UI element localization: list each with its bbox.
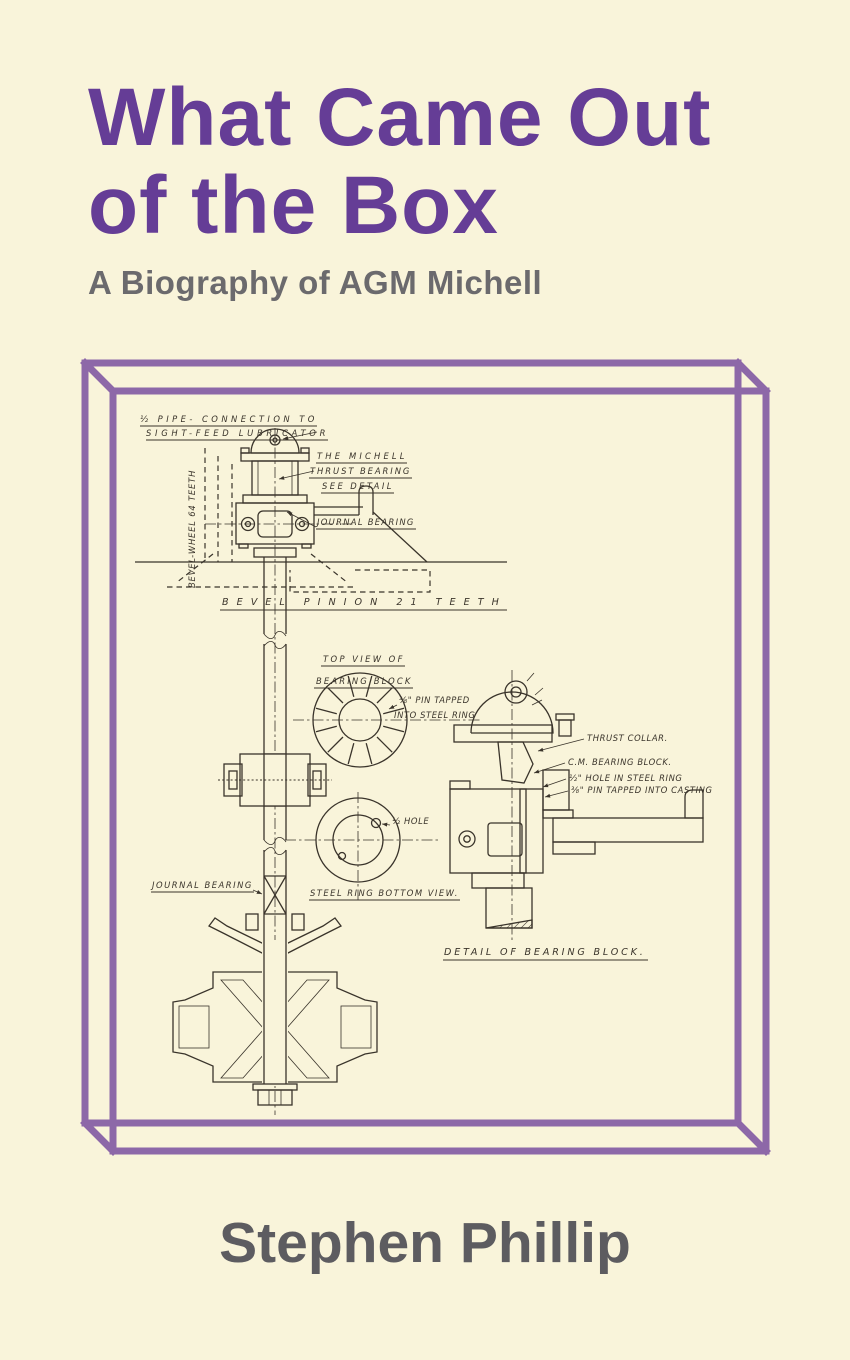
drawing-labels: ½ PIPE- CONNECTION TO SIGHT-FEED LUBRICA… — [140, 414, 713, 961]
author-name: Stephen Phillip — [219, 1211, 631, 1275]
label-top-view-2: BEARING BLOCK — [316, 676, 412, 686]
label-top-view-1: TOP VIEW OF — [323, 654, 403, 664]
label-michell-2: THRUST BEARING — [310, 466, 410, 476]
main-assembly-view — [135, 428, 507, 1115]
label-journal-bearing-top: JOURNAL BEARING — [315, 517, 414, 527]
label-half-hole: ½ HOLE — [392, 816, 429, 826]
label-michell-1: THE MICHELL — [317, 451, 405, 461]
label-see-detail: SEE DETAIL — [322, 481, 392, 491]
label-steel-ring: STEEL RING BOTTOM VIEW. — [310, 888, 458, 898]
book-title: What Came Out of the Box — [88, 74, 711, 249]
title-line-2: of the Box — [88, 159, 499, 251]
cover-illustration: ½ PIPE- CONNECTION TO SIGHT-FEED LUBRICA… — [80, 358, 771, 1156]
label-bevel-pinion: BEVEL PINION 21 TEETH — [222, 597, 500, 608]
steel-ring-bottom-view — [285, 792, 441, 900]
title-line-1: What Came Out — [88, 72, 712, 163]
label-detail-title: DETAIL OF BEARING BLOCK. — [444, 947, 644, 958]
label-bevel-wheel: BEVEL-WHEEL 64 TEETH — [187, 470, 197, 588]
book-subtitle: A Biography of AGM Michell — [88, 264, 543, 301]
frame-back — [109, 387, 770, 1155]
label-pin-tapped-2: INTO STEEL RING — [394, 710, 476, 720]
label-lubricator-1: ½ PIPE- CONNECTION TO — [140, 414, 315, 424]
label-cm-bearing-block: C.M. BEARING BLOCK. — [568, 757, 672, 767]
label-hole-in-ring: ½" HOLE IN STEEL RING — [569, 773, 683, 783]
label-thrust-collar: THRUST COLLAR. — [587, 733, 668, 743]
label-lubricator-2: SIGHT-FEED LUBRICATOR — [146, 428, 326, 438]
label-pin-into-casting: ⅜" PIN TAPPED INTO CASTING — [571, 785, 713, 795]
frame-front — [81, 359, 742, 1127]
bearing-block-detail-view — [449, 670, 704, 942]
label-journal-bearing-bottom: JOURNAL BEARING — [150, 880, 252, 890]
turbine-runner — [172, 913, 378, 1106]
box-frame — [80, 358, 771, 1156]
bearing-block-top-view — [293, 672, 480, 768]
label-pin-tapped-1: ⅜" PIN TAPPED — [399, 695, 470, 705]
leader-lines — [252, 431, 585, 895]
